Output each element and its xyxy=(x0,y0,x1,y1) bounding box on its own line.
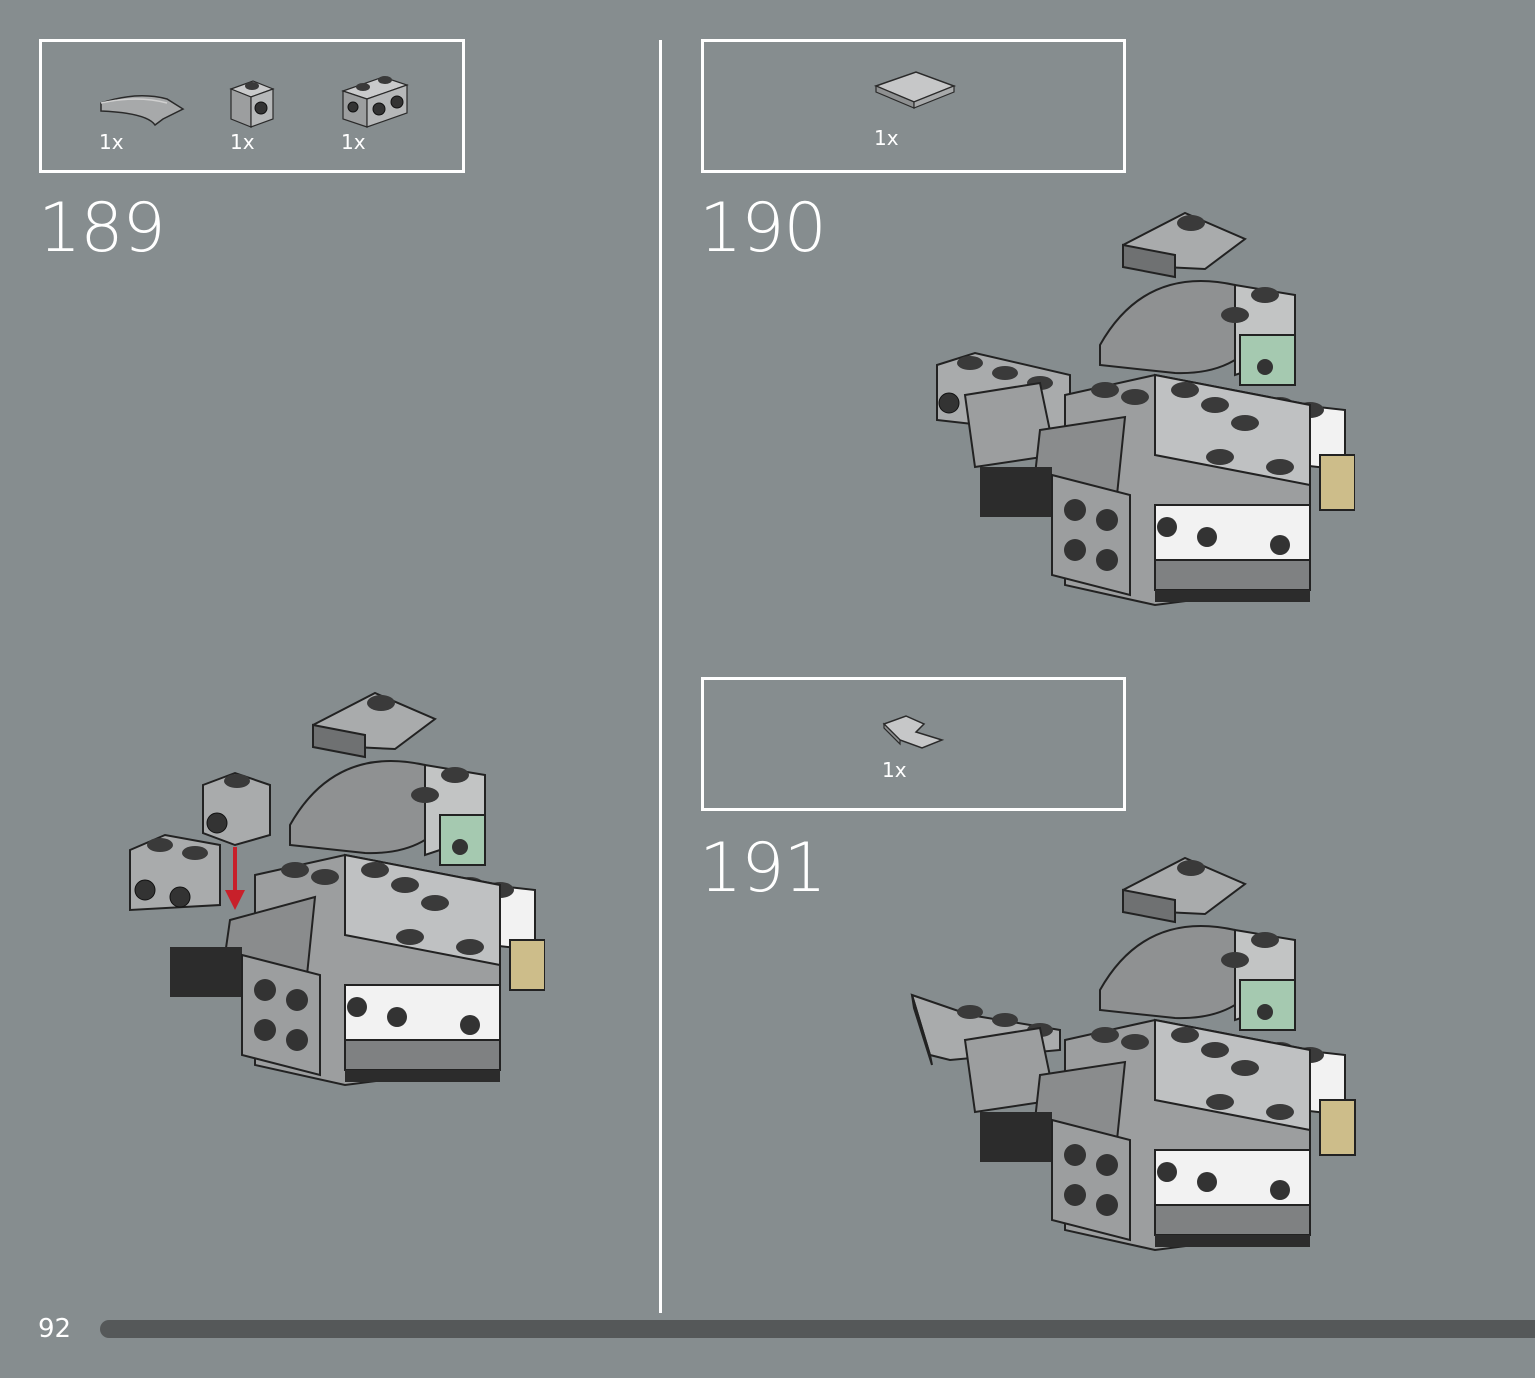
step-number: 189 xyxy=(38,189,166,268)
step-191-model-illustration xyxy=(910,856,1356,1252)
part-qty: 1x xyxy=(230,130,255,154)
wedge-plate-icon xyxy=(882,715,945,749)
part-qty: 1x xyxy=(874,126,899,150)
part-qty: 1x xyxy=(882,758,907,782)
step-number: 191 xyxy=(699,829,827,908)
progress-bar xyxy=(100,1320,1535,1338)
brick-1x1-side-stud-icon xyxy=(229,80,275,128)
parts-callout-191: 1x xyxy=(701,677,1126,811)
page-number: 92 xyxy=(38,1314,72,1344)
step-189-model-illustration xyxy=(129,691,545,1087)
tile-2x2-icon xyxy=(873,71,957,109)
curved-tile-icon xyxy=(100,95,185,127)
page-divider xyxy=(659,40,662,1313)
brick-1x2-side-studs-icon xyxy=(341,76,409,128)
parts-callout-189: 1x 1x 1x xyxy=(39,39,465,173)
part-qty: 1x xyxy=(99,130,124,154)
step-number: 190 xyxy=(699,189,827,268)
part-qty: 1x xyxy=(341,130,366,154)
step-190-model-illustration xyxy=(936,211,1355,607)
parts-callout-190: 1x xyxy=(701,39,1126,173)
